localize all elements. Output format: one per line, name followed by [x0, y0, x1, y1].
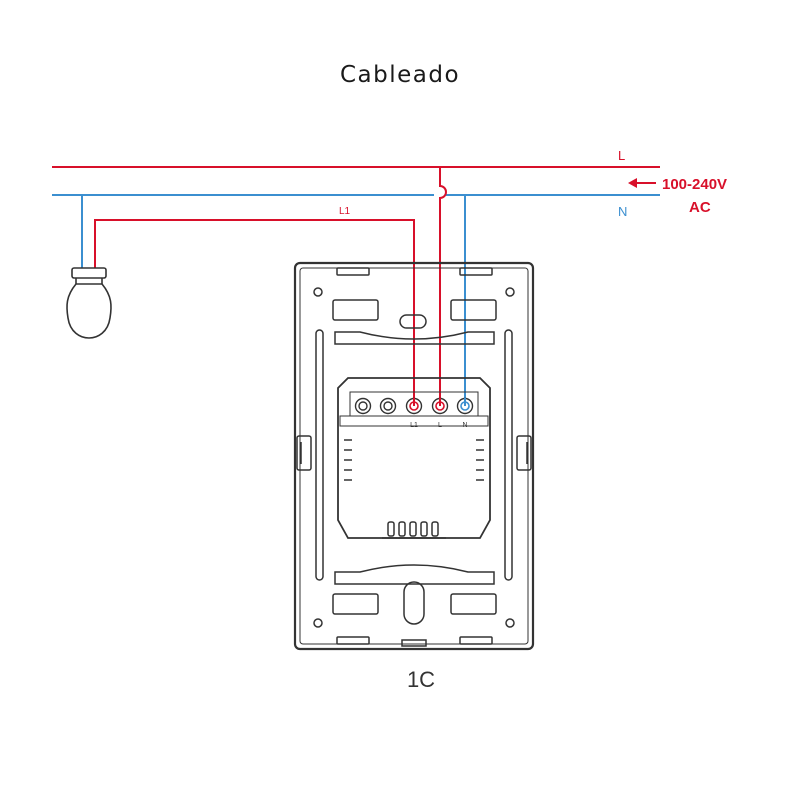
- terminal-label-l: L: [438, 422, 442, 429]
- load-wire: [94, 219, 415, 400]
- bulb-icon: [66, 267, 112, 339]
- live-label: L: [618, 148, 625, 163]
- page-title: Cableado: [339, 62, 461, 88]
- supply-type: AC: [689, 199, 711, 216]
- supply-voltage: 100-240V: [662, 176, 727, 193]
- switch-back-plate: [293, 261, 535, 651]
- load-label: L1: [339, 206, 351, 217]
- arrow-left-icon: [628, 178, 656, 188]
- live-drop-wire: [439, 167, 447, 400]
- model-label: 1C: [407, 667, 435, 692]
- wires: [52, 166, 660, 400]
- terminal-label-n: N: [462, 422, 467, 429]
- neutral-label: N: [618, 204, 627, 219]
- terminal-block: [354, 397, 397, 415]
- terminal-label-l1: L1: [410, 422, 418, 429]
